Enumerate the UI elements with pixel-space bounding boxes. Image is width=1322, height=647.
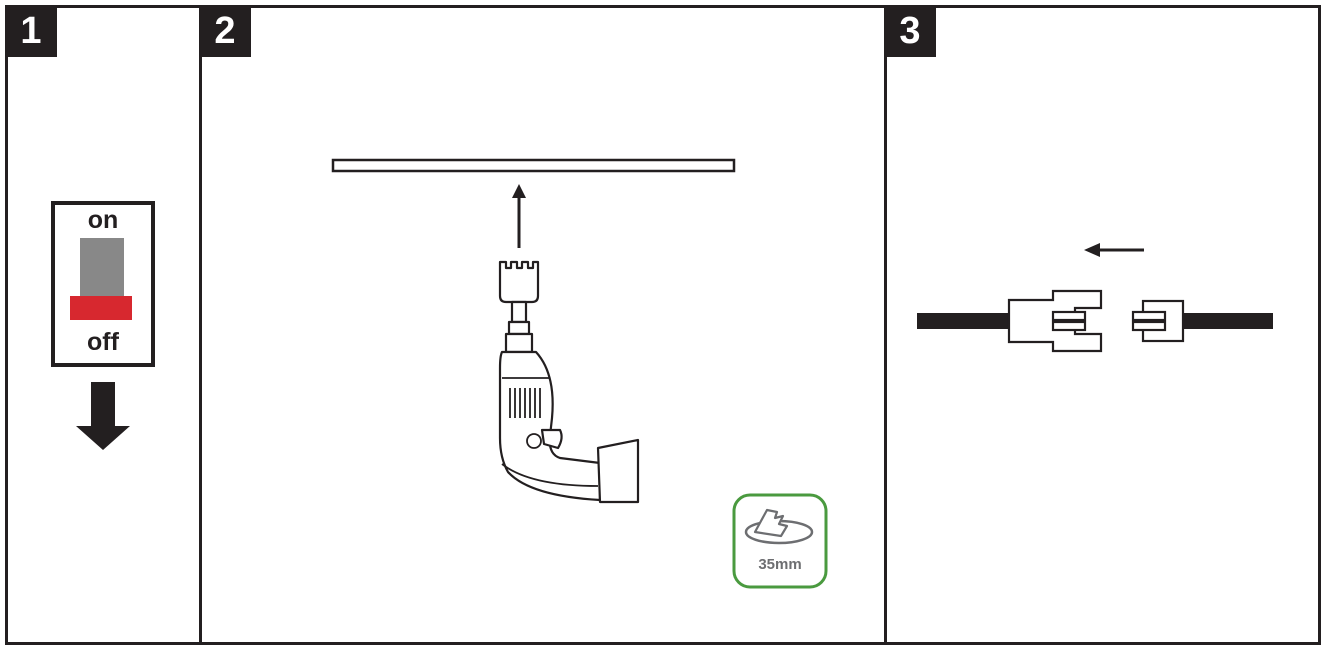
left-arrow-icon bbox=[1084, 243, 1144, 257]
step-2-number: 2 bbox=[199, 5, 251, 57]
hole-size-badge-icon bbox=[732, 493, 828, 589]
switch-on-label: on bbox=[87, 206, 119, 234]
power-drill-icon bbox=[498, 260, 640, 504]
step-1-number: 1 bbox=[5, 5, 57, 57]
ceiling-panel-icon bbox=[331, 158, 736, 173]
cable-connector-icon bbox=[917, 289, 1273, 353]
hole-saw-icon bbox=[498, 260, 540, 304]
down-arrow-icon bbox=[76, 382, 130, 450]
switch-off-label: off bbox=[87, 328, 119, 356]
power-switch-icon bbox=[51, 201, 155, 367]
up-arrow-icon bbox=[512, 184, 526, 248]
step-3-number: 3 bbox=[884, 5, 936, 57]
hole-size-label: 35mm bbox=[758, 556, 802, 573]
